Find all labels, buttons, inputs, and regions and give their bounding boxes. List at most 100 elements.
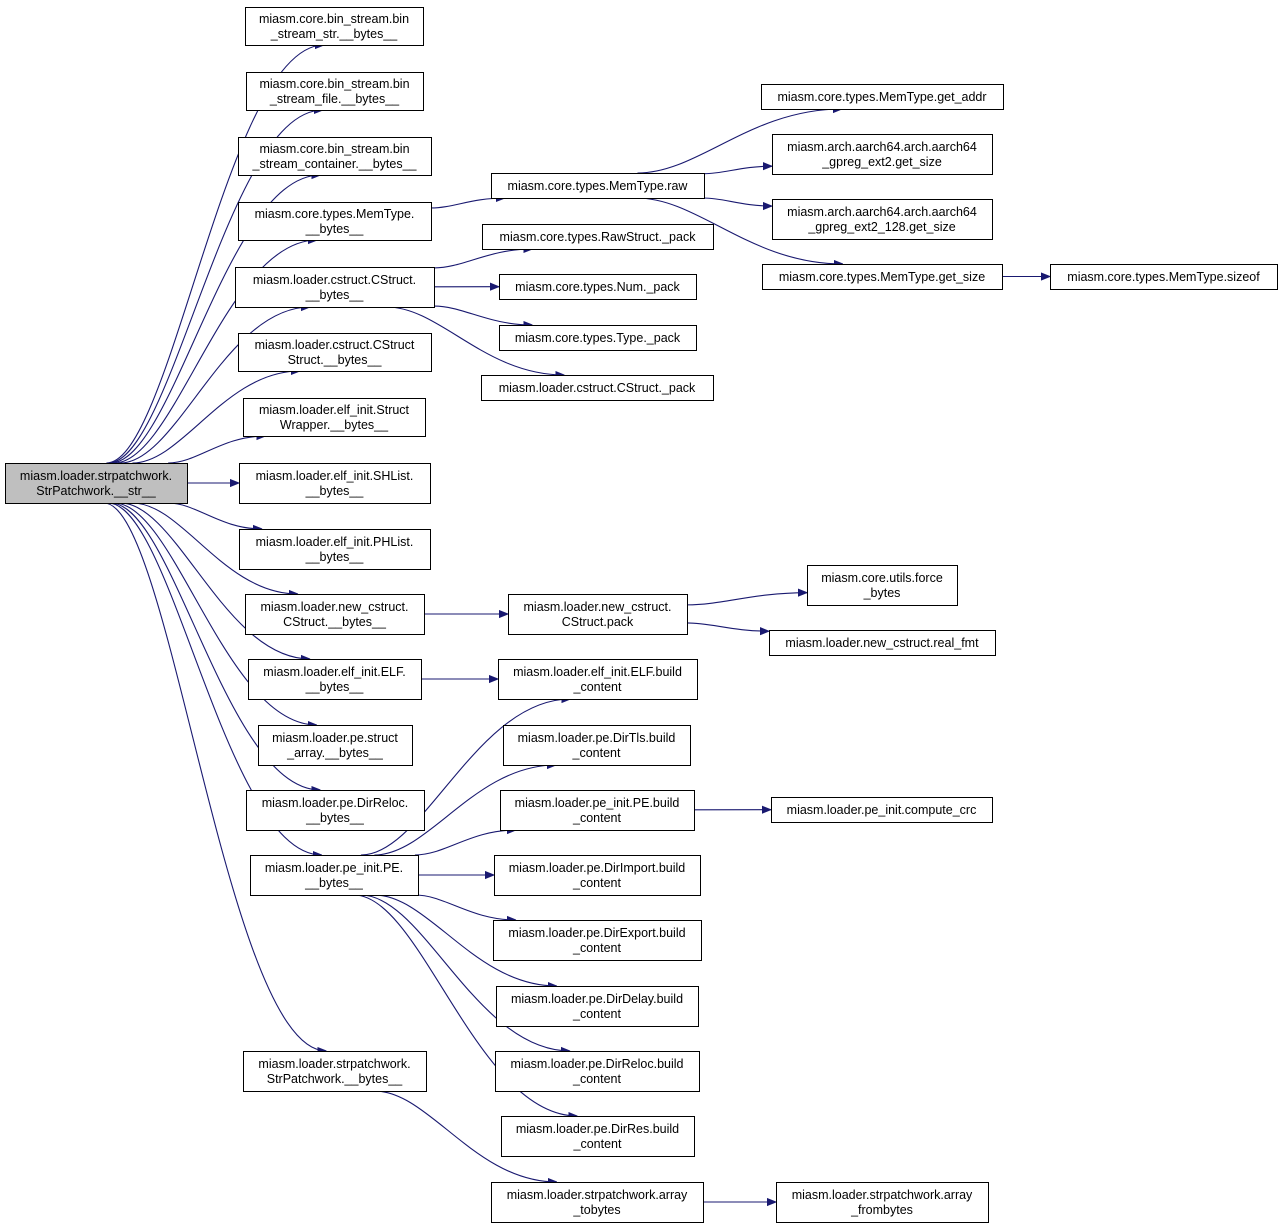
node-label: StrPatchwork.__str__ [36,484,157,498]
function-node[interactable]: miasm.loader.new_cstruct.CStruct.pack [508,594,688,635]
node-label: miasm.loader.strpatchwork.array [792,1188,973,1202]
function-node[interactable]: miasm.loader.pe.DirReloc.build_content [495,1051,700,1092]
node-label: miasm.loader.pe_init.PE.build [515,796,680,810]
call-edge [433,249,532,269]
node-label: __bytes__ [305,288,365,302]
node-label: __bytes__ [305,222,365,236]
node-box [243,398,426,437]
function-node[interactable]: miasm.loader.pe_init.compute_crc [771,797,993,823]
function-node[interactable]: miasm.core.utils.force_bytes [807,565,958,606]
node-label: miasm.loader.cstruct.CStruct._pack [499,381,696,395]
call-edge [168,436,265,464]
function-node[interactable]: miasm.core.types.MemType.get_size [762,264,1003,290]
node-label: miasm.loader.cstruct.CStruct [255,338,415,352]
function-node[interactable]: miasm.loader.new_cstruct.real_fmt [769,630,996,656]
node-box [496,986,699,1027]
function-node[interactable]: miasm.loader.pe.DirRes.build_content [501,1116,695,1157]
node-label: miasm.core.types.Num._pack [515,280,680,294]
node-box [501,1116,695,1157]
function-node[interactable]: miasm.loader.strpatchwork.StrPatchwork._… [243,1051,427,1092]
node-label: miasm.core.utils.force [821,571,943,585]
function-node[interactable]: miasm.loader.pe_init.PE.__bytes__ [250,855,419,896]
node-box [239,529,431,570]
node-label: StrPatchwork.__bytes__ [267,1072,404,1086]
function-node[interactable]: miasm.core.types.Num._pack [499,274,697,300]
function-node[interactable]: miasm.core.bin_stream.bin_stream_contain… [238,137,432,176]
function-node[interactable]: miasm.loader.pe_init.PE.build_content [500,790,695,831]
function-node[interactable]: miasm.core.bin_stream.bin_stream_file.__… [246,72,424,111]
node-label: miasm.loader.strpatchwork. [258,1057,410,1071]
node-label: miasm.core.bin_stream.bin [259,77,409,91]
nodes-layer: miasm.loader.strpatchwork.StrPatchwork._… [5,7,1278,1223]
root-function-node[interactable]: miasm.loader.strpatchwork.StrPatchwork._… [5,463,188,504]
function-node[interactable]: miasm.core.types.MemType.__bytes__ [238,202,432,241]
node-label: miasm.loader.cstruct.CStruct. [253,273,416,287]
function-node[interactable]: miasm.loader.pe.DirDelay.build_content [496,986,699,1027]
node-box [258,725,413,766]
call-edge [108,110,323,464]
function-node[interactable]: miasm.loader.cstruct.CStructStruct.__byt… [238,333,432,372]
function-node[interactable]: miasm.loader.pe.struct_array.__bytes__ [258,725,413,766]
call-edge [114,502,317,725]
node-label: _content [573,680,622,694]
node-label: __bytes__ [305,811,365,825]
function-node[interactable]: miasm.core.types.Type._pack [499,325,697,351]
node-label: miasm.loader.pe_init.PE. [265,861,403,875]
function-node[interactable]: miasm.loader.pe.DirTls.build_content [503,725,691,766]
node-label: miasm.core.bin_stream.bin [259,12,409,26]
function-node[interactable]: miasm.loader.cstruct.CStruct._pack [481,375,714,401]
node-box [238,137,432,176]
function-node[interactable]: miasm.loader.elf_init.ELF.__bytes__ [248,659,422,700]
node-box [491,173,705,199]
function-node[interactable]: miasm.loader.new_cstruct.CStruct.__bytes… [245,594,425,635]
function-node[interactable]: miasm.loader.pe.DirExport.build_content [493,920,702,961]
function-node[interactable]: miasm.loader.elf_init.ELF.build_content [498,659,698,700]
node-box [5,463,188,504]
function-node[interactable]: miasm.core.types.MemType.get_addr [761,84,1004,110]
function-node[interactable]: miasm.loader.elf_init.SHList.__bytes__ [239,463,431,504]
node-box [500,790,695,831]
function-node[interactable]: miasm.core.types.MemType.raw [491,173,705,199]
function-node[interactable]: miasm.loader.elf_init.StructWrapper.__by… [243,398,426,437]
node-label: miasm.loader.elf_init.PHList. [256,535,414,549]
node-label: miasm.loader.pe.DirImport.build [509,861,686,875]
node-label: miasm.core.types.MemType.get_addr [777,90,986,104]
function-node[interactable]: miasm.arch.aarch64.arch.aarch64_gpreg_ex… [772,199,993,240]
node-box [246,72,424,111]
call-edge [686,622,769,631]
call-edge [433,305,532,325]
node-label: Struct.__bytes__ [288,353,383,367]
node-label: miasm.core.types.MemType.sizeof [1067,270,1260,284]
node-label: __bytes__ [305,484,365,498]
function-node[interactable]: miasm.core.bin_stream.bin_stream_str.__b… [245,7,424,46]
node-label: miasm.core.types.MemType. [255,207,415,221]
call-edge [132,371,299,464]
node-box [235,267,435,308]
node-box [238,333,432,372]
node-box [245,7,424,46]
function-node[interactable]: miasm.loader.elf_init.PHList.__bytes__ [239,529,431,570]
node-box [246,790,425,831]
node-box [494,855,701,896]
function-node[interactable]: miasm.core.types.MemType.sizeof [1050,264,1278,290]
node-box [762,264,1003,290]
function-node[interactable]: miasm.core.types.RawStruct._pack [482,224,714,250]
function-node[interactable]: miasm.loader.strpatchwork.array_frombyte… [776,1182,989,1223]
function-node[interactable]: miasm.loader.pe.DirReloc.__bytes__ [246,790,425,831]
function-node[interactable]: miasm.loader.cstruct.CStruct.__bytes__ [235,267,435,308]
node-box [245,594,425,635]
node-label: _gpreg_ext2_128.get_size [807,220,955,234]
node-label: CStruct.__bytes__ [283,615,387,629]
node-box [772,199,993,240]
function-node[interactable]: miasm.loader.pe.DirImport.build_content [494,855,701,896]
node-box [491,1182,704,1223]
node-label: _stream_file.__bytes__ [269,92,400,106]
node-box [499,325,697,351]
node-box [807,565,958,606]
node-label: _content [572,811,621,825]
node-label: miasm.loader.new_cstruct.real_fmt [785,636,979,650]
node-label: _tobytes [572,1203,620,1217]
function-node[interactable]: miasm.loader.strpatchwork.array_tobytes [491,1182,704,1223]
node-label: miasm.loader.strpatchwork. [20,469,172,483]
function-node[interactable]: miasm.arch.aarch64.arch.aarch64_gpreg_ex… [772,134,993,175]
